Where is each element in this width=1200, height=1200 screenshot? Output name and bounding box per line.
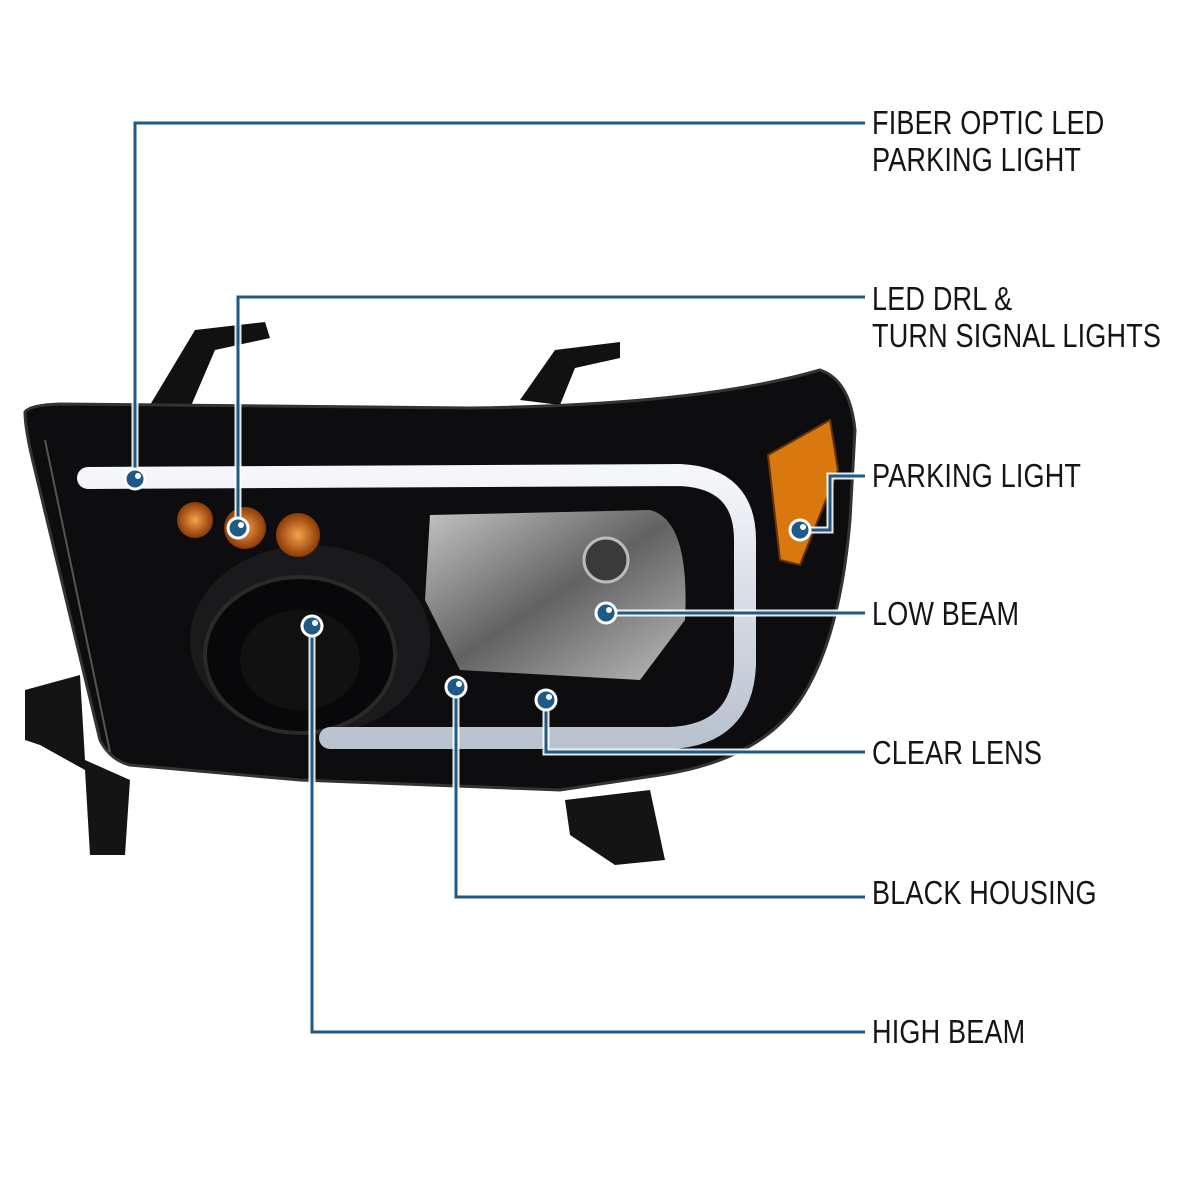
callout-dot-highlight bbox=[456, 681, 462, 687]
callout-line-fiber-optic bbox=[133, 121, 865, 479]
fiber-optic-light-tube bbox=[77, 463, 756, 749]
callout-dot-highlight bbox=[135, 473, 141, 479]
amber-led bbox=[177, 502, 213, 538]
callout-dot-highlight bbox=[606, 607, 612, 613]
callout-line-black-housing bbox=[454, 687, 865, 899]
amber-led bbox=[276, 513, 320, 557]
amber-side-marker bbox=[766, 418, 840, 567]
callout-line-parking-light bbox=[800, 474, 865, 532]
label-led-drl: LED DRL &TURN SIGNAL LIGHTS bbox=[872, 280, 1162, 354]
callout-dot-clear-lens bbox=[534, 688, 558, 712]
callout-dot-highlight bbox=[546, 694, 552, 700]
headlight-brackets bbox=[25, 322, 665, 865]
callout-dot-highlight bbox=[312, 620, 318, 626]
callout-dot-parking-light bbox=[788, 518, 812, 542]
label-high-beam: HIGH BEAM bbox=[872, 1013, 1026, 1050]
callout-line-clear-lens bbox=[544, 700, 865, 754]
callout-dot-black-housing bbox=[444, 675, 468, 699]
callout-line-high-beam bbox=[310, 626, 865, 1034]
callout-dot-fiber-optic bbox=[123, 467, 147, 491]
label-clear-lens: CLEAR LENS bbox=[872, 734, 1043, 771]
callout-dot-highlight bbox=[238, 522, 244, 528]
callout-dot-led-drl bbox=[226, 516, 250, 540]
low-beam-reflector bbox=[425, 510, 686, 680]
callout-dot-low-beam bbox=[594, 601, 618, 625]
callout-dot-highlight bbox=[800, 524, 806, 530]
callout-dot-high-beam bbox=[300, 614, 324, 638]
callout-line-led-drl bbox=[236, 295, 865, 528]
label-parking-light: PARKING LIGHT bbox=[872, 457, 1082, 494]
label-low-beam: LOW BEAM bbox=[872, 595, 1020, 632]
label-black-housing: BLACK HOUSING bbox=[872, 874, 1097, 911]
